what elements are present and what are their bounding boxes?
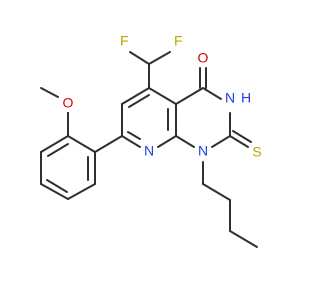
fluorine-1-label: F (120, 33, 129, 49)
bond-c4a-c5 (148, 87, 177, 105)
ketone-oxygen-atom: O (196, 50, 210, 67)
bond-ar1-ar2 (67, 135, 96, 153)
pyridine-nitrogen-atom: N (142, 143, 156, 160)
bond-c2-s (229, 135, 249, 148)
ketone-oxygen-label: O (198, 50, 209, 66)
bond-n1-c8a (175, 135, 195, 148)
bond-ch2-ch3 (229, 230, 258, 248)
bond-layer (40, 51, 258, 248)
atom-layer: F F O N H O N N (61, 33, 264, 161)
bond-ar5-ar6 (67, 183, 96, 200)
bond-ch2-ch2 (202, 183, 231, 201)
thione-sulfur-label: S (252, 144, 261, 160)
butyl-nitrogen-label: N (198, 143, 208, 159)
nh-hydrogen-label: H (241, 90, 251, 106)
bond-ometh-ch3 (40, 87, 59, 98)
molecule-diagram: F F O N H O N N (40, 32, 264, 248)
bond-cf2 (148, 51, 171, 65)
nh-hydrogen-atom: H (240, 90, 252, 107)
butyl-nitrogen-atom: N (196, 143, 210, 160)
bond-ar-inner-1 (47, 143, 69, 157)
nh-nitrogen-label: N (225, 90, 235, 106)
bond-c7-npy-inner (127, 131, 141, 140)
bond-c2-s-double (232, 130, 252, 143)
bond-c4-n3 (202, 87, 222, 100)
bond-c5-c6-inner (128, 94, 150, 108)
bond-ar4-ar5 (40, 183, 69, 200)
bond-c7-aryl (94, 135, 123, 153)
bond-c7-npy (121, 135, 141, 148)
bond-cf1 (129, 51, 150, 65)
fluorine-2-label: F (174, 33, 183, 49)
bond-c5-c6 (121, 87, 150, 105)
fluorine-2-atom: F (170, 33, 184, 49)
nh-nitrogen-atom: N (223, 90, 237, 107)
methoxy-oxygen-atom: O (61, 95, 75, 112)
pyridine-nitrogen-label: N (144, 143, 154, 159)
bond-c4a-c4 (175, 87, 204, 105)
bond-npy-c8a (157, 135, 177, 148)
methoxy-oxygen-label: O (63, 95, 74, 111)
bond-c2-n1 (211, 135, 231, 148)
fluorine-1-atom: F (118, 33, 132, 49)
bond-ar-inner-2 (46, 179, 68, 193)
thione-sulfur-atom: S (250, 144, 264, 161)
bond-ar2-ar3 (40, 135, 69, 153)
